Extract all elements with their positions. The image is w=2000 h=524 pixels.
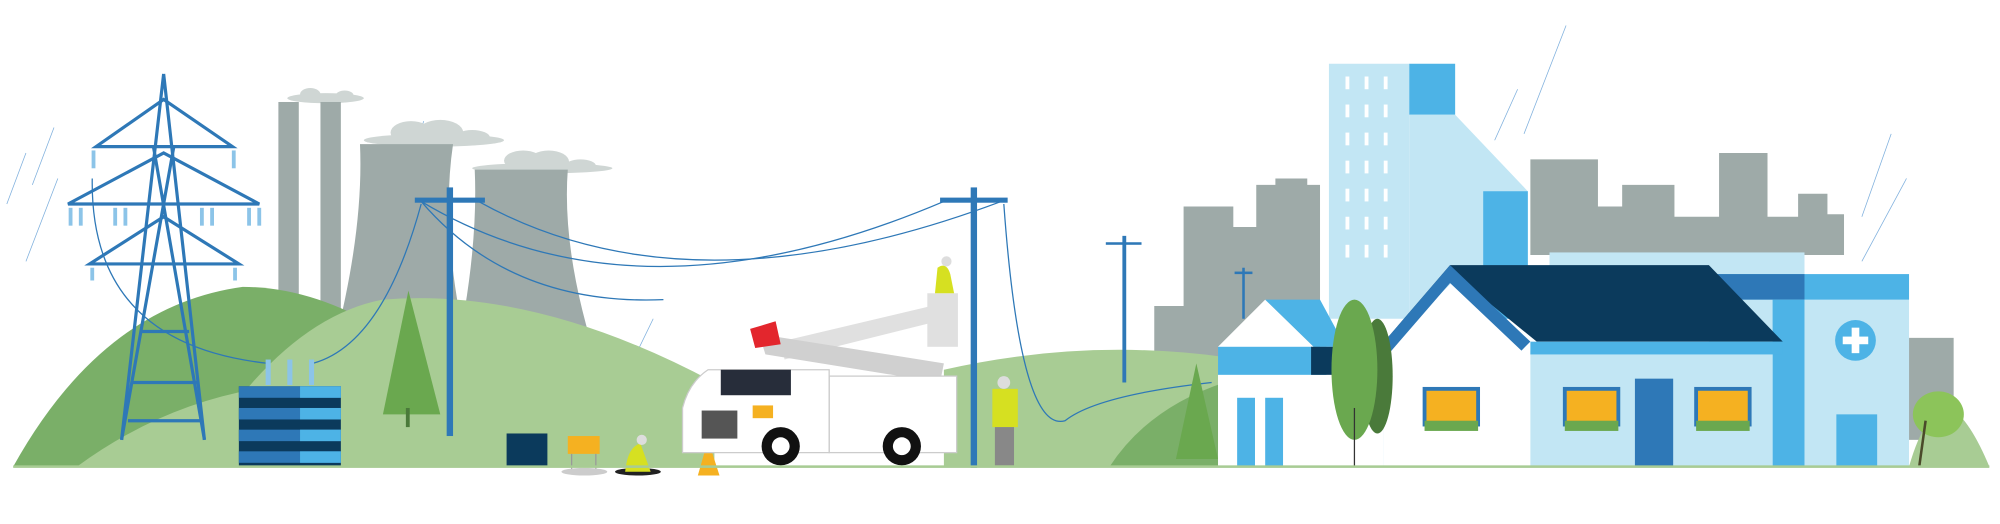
transformer-icon	[238, 359, 341, 467]
bucket-truck-icon	[681, 256, 958, 466]
worker-icon	[614, 434, 661, 476]
pine-tree	[382, 290, 1219, 459]
transmission-tower-icon	[67, 73, 262, 441]
utility-box	[506, 433, 548, 467]
ground	[13, 465, 1990, 468]
manhole-cover	[561, 467, 608, 476]
power-lines	[91, 178, 1212, 423]
worker-icon	[992, 376, 1018, 466]
house-icon	[1371, 265, 1783, 467]
cooling-tower	[334, 144, 466, 345]
utility-pole-icon	[414, 187, 1253, 468]
chimney	[278, 101, 299, 319]
chimney	[320, 101, 341, 319]
tree	[1331, 299, 1964, 467]
